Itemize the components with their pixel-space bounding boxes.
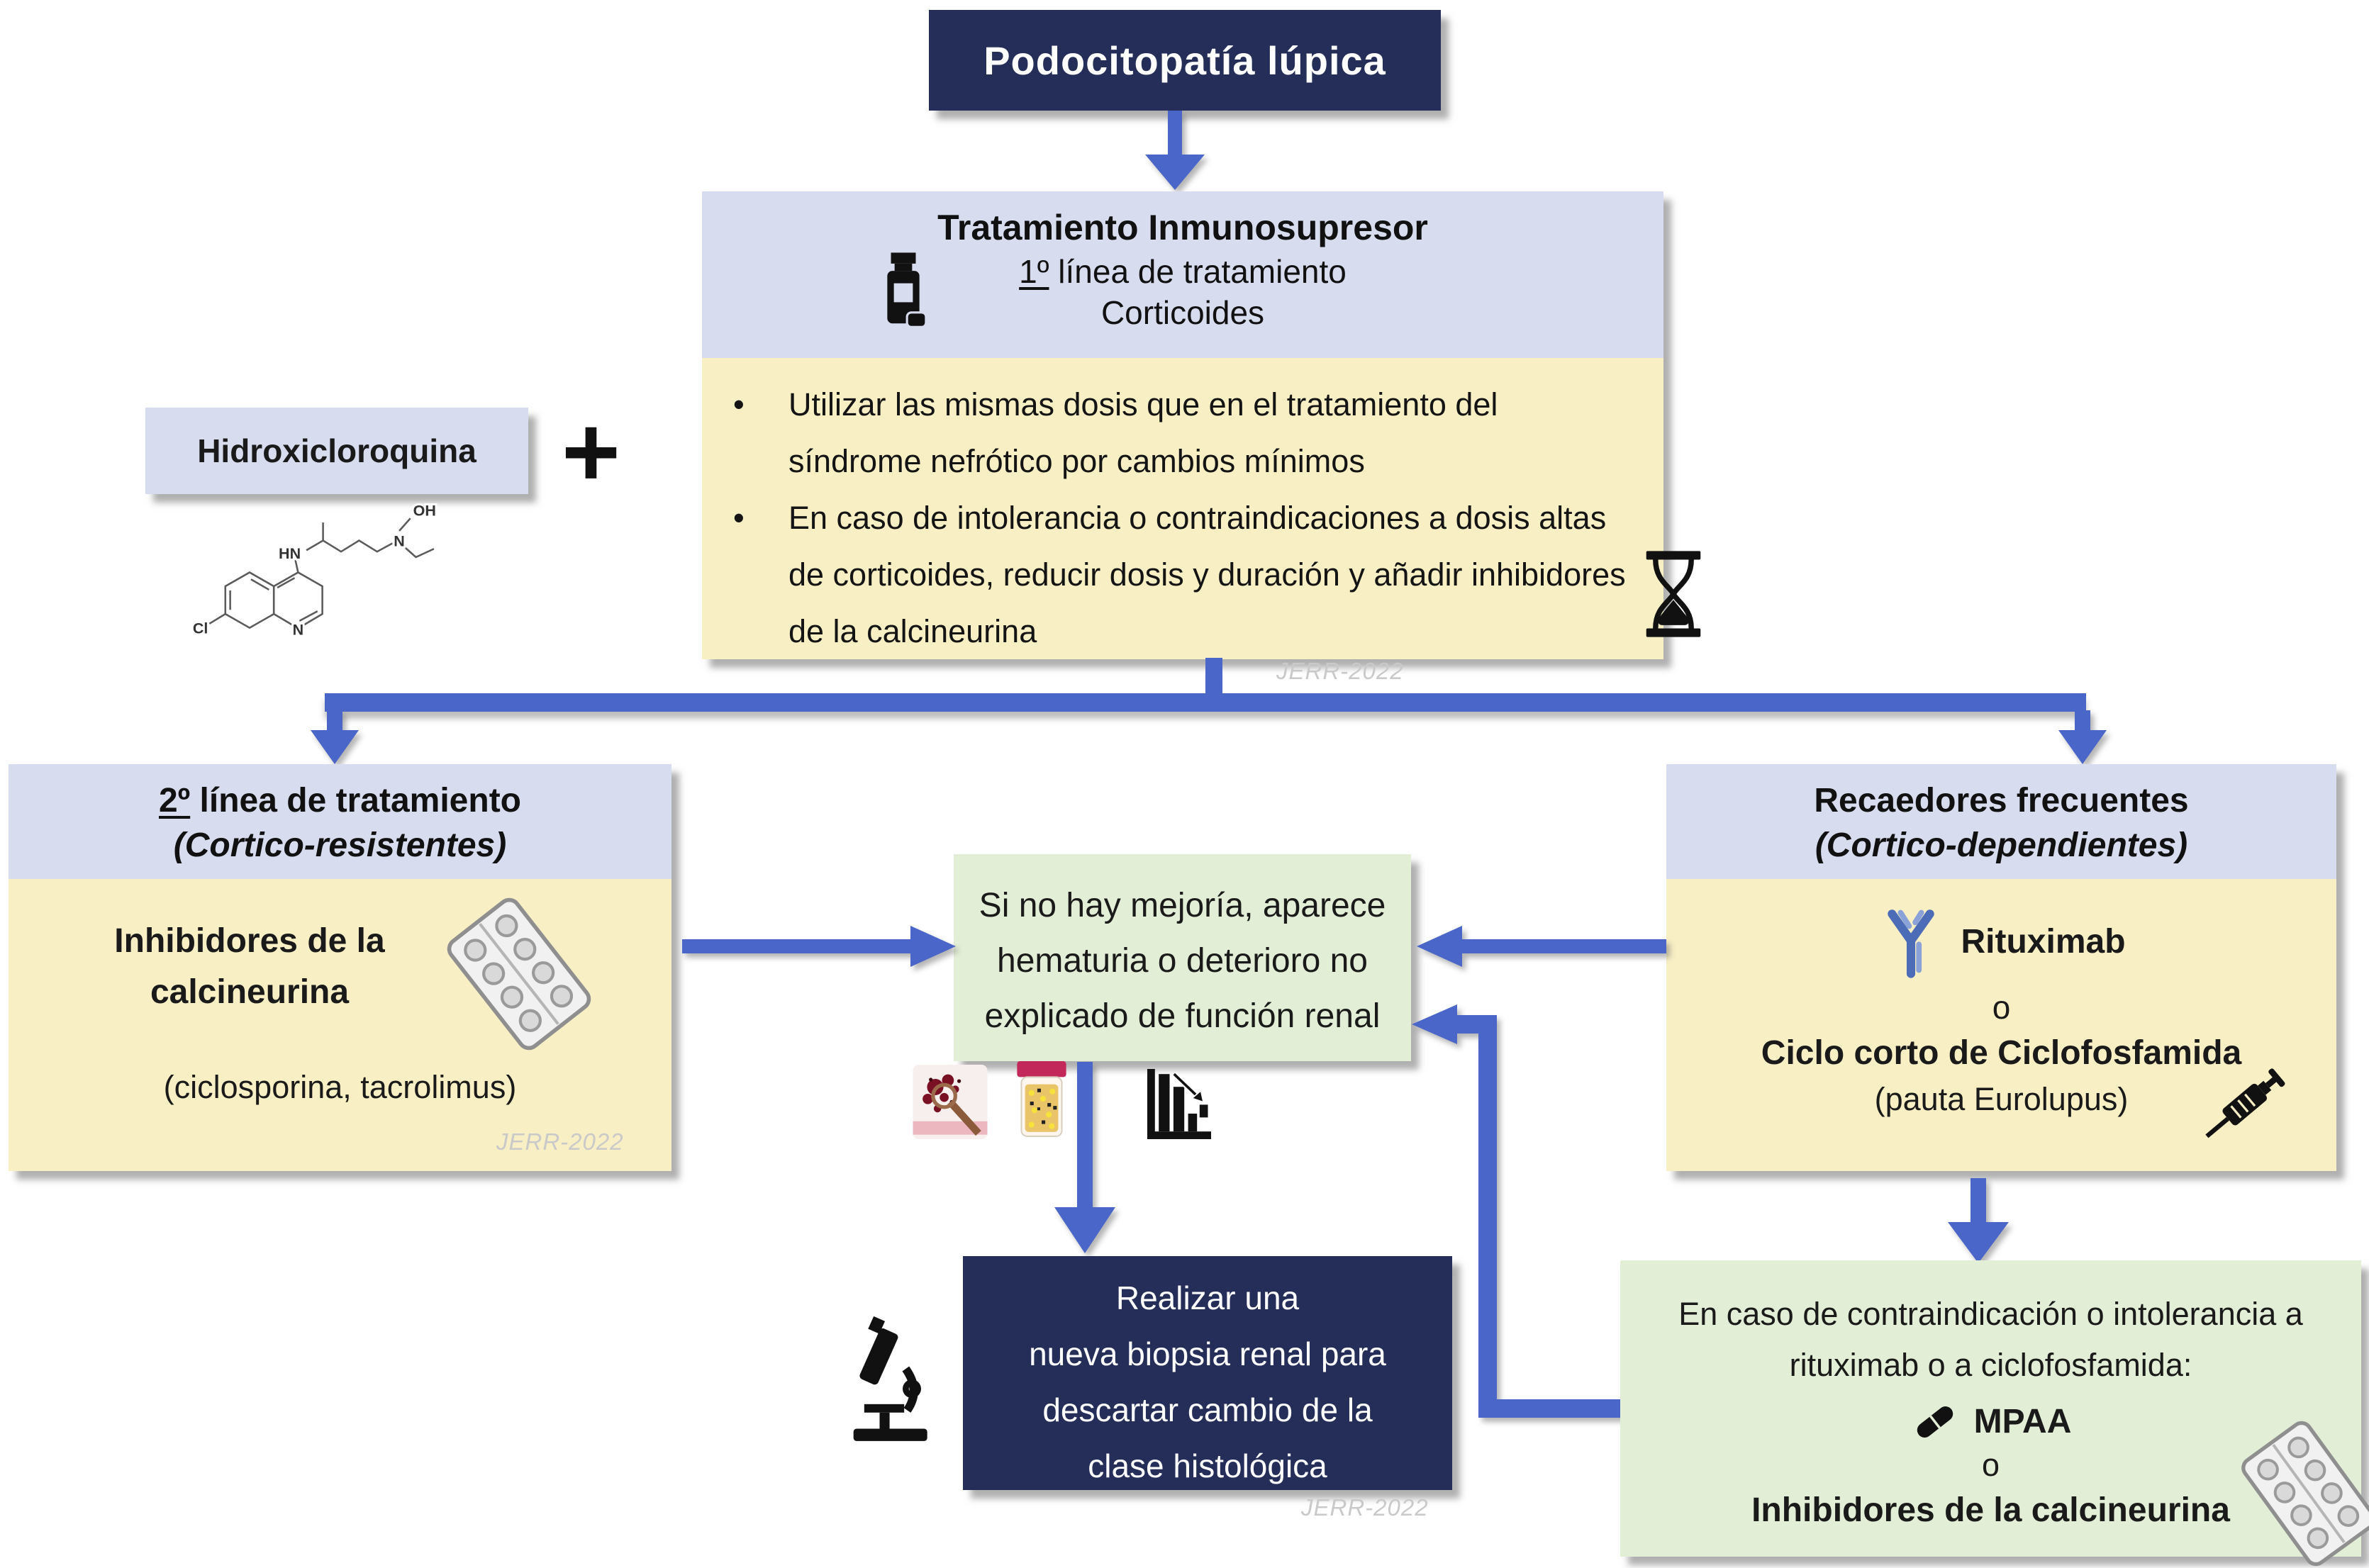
fallback-box: En caso de contraindicación o intoleranc…: [1620, 1260, 2369, 1567]
second-line-subtitle: (Cortico-resistentes): [173, 827, 507, 864]
syringe-icon: [2205, 1068, 2285, 1138]
relapse-subtitle: (Cortico-dependientes): [1815, 827, 2188, 864]
watermark: JERR-2022: [496, 1129, 624, 1155]
structure-label-n: N: [394, 532, 405, 549]
structure-label-oh: OH: [413, 502, 436, 519]
flow-arrow-fallback-to-center: [1412, 1004, 1631, 1418]
plus-sign: +: [562, 396, 620, 508]
microscope-icon: [853, 1316, 927, 1441]
eurolupus-note: (pauta Eurolupus): [1874, 1081, 2129, 1117]
blood-smear-icon: [913, 1065, 988, 1139]
watermark: JERR-2022: [1276, 658, 1404, 684]
main-header-line1: Tratamiento Inmunosupresor: [937, 208, 1428, 247]
first-line-rest: línea de tratamiento: [1049, 253, 1347, 290]
branch-arrowhead-right: [2058, 710, 2107, 764]
biopsy-line-1: Realizar una: [1115, 1279, 1300, 1316]
or-label: o: [1992, 989, 2011, 1026]
fallback-or-label: o: [1981, 1447, 2000, 1483]
biopsy-line-4: clase histológica: [1088, 1447, 1327, 1485]
flow-arrow-title-to-main: [1145, 111, 1205, 190]
hourglass-icon: [1646, 551, 1701, 637]
calcineurin-inhibitors-label: Inhibidores de la calcineurina: [114, 922, 385, 1011]
main-treatment-header: Tratamiento Inmunosupresor 1º línea de t…: [702, 191, 1663, 358]
mpaa-label: MPAA: [1973, 1403, 2072, 1440]
rituximab-row: Rituximab: [1666, 902, 2336, 981]
page-title: Podocitopatía lúpica: [983, 38, 1386, 83]
flow-arrow-center-to-biopsy: [1054, 1062, 1115, 1253]
calcineurin-inhibitors-note: (ciclosporina, tacrolimus): [163, 1069, 517, 1105]
structure-label-ring-n: N: [293, 621, 304, 638]
branch-arrowhead-left: [311, 710, 359, 764]
hydroxychloroquine-label: Hidroxicloroquina: [197, 432, 476, 469]
title-box: Podocitopatía lúpica: [929, 10, 1441, 111]
flow-arrow-secondline-to-center: [682, 926, 956, 967]
chemical-structure: Cl N HN N OH: [191, 500, 438, 640]
second-line-ordinal: 2º: [158, 782, 191, 819]
mpaa-row: MPAA: [1646, 1402, 2336, 1441]
second-line-title-rest: línea de tratamiento: [190, 782, 521, 819]
main-header-line2: 1º línea de tratamiento: [702, 252, 1663, 291]
pill-bottle-icon: [887, 252, 927, 328]
biopsy-line-3: descartar cambio de la: [1042, 1391, 1373, 1429]
structure-label-hn: HN: [279, 545, 301, 562]
relapse-header: Recaedores frecuentes (Cortico-dependien…: [1666, 764, 2336, 879]
fallback-calcineurin-label: Inhibidores de la calcineurina: [1751, 1491, 2230, 1529]
flow-arrow-relapse-to-fallback: [1948, 1178, 2009, 1263]
antibody-icon: [1888, 909, 1935, 978]
bullet-glyph: •: [733, 500, 745, 537]
second-line-body: Inhibidores de la calcineurina (ciclospo…: [9, 879, 671, 1171]
biopsy-box: Realizar una nueva biopsia renal para de…: [963, 1256, 1452, 1490]
branch-connector-bar: [325, 693, 2086, 712]
bullet-text-1: Utilizar las mismas dosis que en el trat…: [788, 386, 1498, 480]
bullet-glyph: •: [733, 386, 745, 422]
branch-connector-stem: [1205, 658, 1222, 695]
main-treatment-body: • Utilizar las mismas dosis que en el tr…: [702, 358, 1663, 659]
relapse-title: Recaedores frecuentes: [1814, 782, 2189, 819]
bullet-text-2: En caso de intolerancia o contraindicaci…: [788, 500, 1626, 650]
relapse-body: Rituximab o Ciclo corto de Ciclofosfamid…: [1666, 879, 2336, 1171]
second-line-title: 2º línea de tratamiento: [16, 781, 664, 820]
rituximab-label: Rituximab: [1961, 922, 2126, 961]
bullet-item: • Utilizar las mismas dosis que en el tr…: [723, 376, 1632, 490]
bullet-item: • En caso de intolerancia o contraindica…: [723, 490, 1632, 660]
second-line-header: 2º línea de tratamiento (Cortico-resiste…: [9, 764, 671, 879]
capsule-icon: [1917, 1406, 1953, 1438]
urine-sample-icon: [1017, 1061, 1066, 1137]
main-header-line3: Corticoides: [1100, 294, 1265, 331]
fallback-intro: En caso de contraindicación o intoleranc…: [1678, 1296, 2303, 1383]
blister-pack-icon: [447, 897, 591, 1051]
relapse-box: Recaedores frecuentes (Cortico-dependien…: [1666, 764, 2336, 1171]
second-line-box: 2º línea de tratamiento (Cortico-resiste…: [9, 764, 671, 1171]
hydroxychloroquine-box: Hidroxicloroquina: [145, 408, 528, 494]
flow-arrow-relapse-to-center: [1417, 926, 1666, 967]
biopsy-line-2: nueva biopsia renal para: [1029, 1335, 1386, 1373]
blister-pack-icon-2: [2241, 1421, 2369, 1567]
first-line-ordinal: 1º: [1019, 253, 1049, 290]
no-improvement-text: Si no hay mejoría, aparece hematuria o d…: [979, 887, 1386, 1035]
main-treatment-box: Tratamiento Inmunosupresor 1º línea de t…: [702, 191, 1663, 659]
structure-label-cl: Cl: [193, 620, 208, 637]
no-improvement-box: Si no hay mejoría, aparece hematuria o d…: [954, 854, 1411, 1061]
cyclophosphamide-label: Ciclo corto de Ciclofosfamida: [1761, 1034, 2242, 1072]
watermark: JERR-2022: [1301, 1494, 1429, 1521]
declining-chart-icon: [1147, 1069, 1211, 1139]
